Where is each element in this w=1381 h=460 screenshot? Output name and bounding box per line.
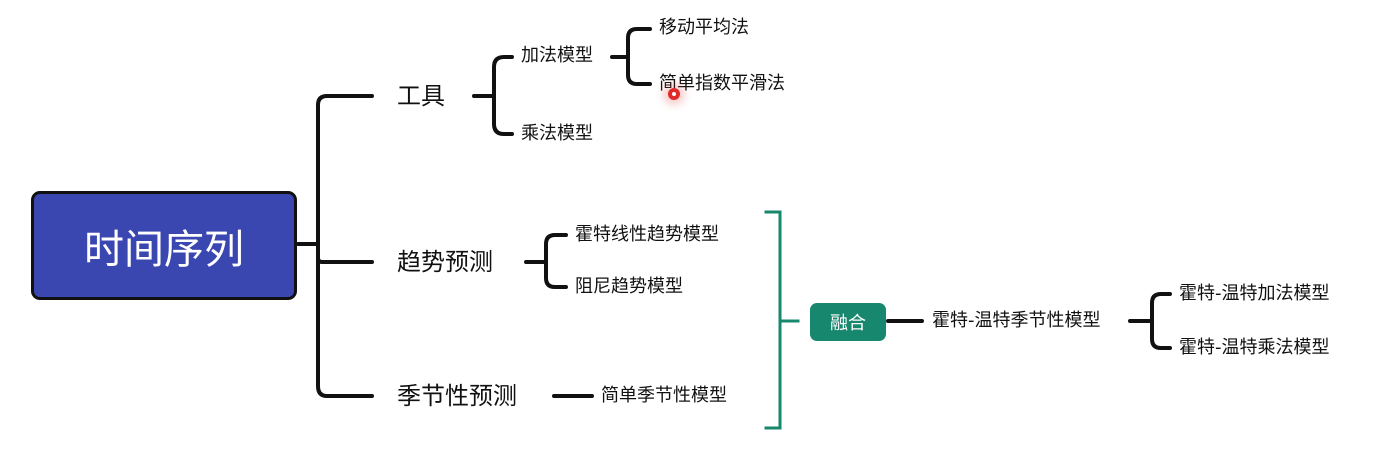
node-additive-model: 加法模型 — [521, 45, 593, 66]
connector-root-trend — [316, 242, 374, 264]
pointer-cursor — [668, 88, 680, 100]
root-node: 时间序列 — [31, 191, 297, 300]
node-hw-multiplicative: 霍特-温特乘法模型 — [1179, 337, 1330, 358]
branch-tools: 工具 — [397, 82, 445, 110]
fusion-bracket — [764, 210, 782, 430]
node-hw-additive: 霍特-温特加法模型 — [1179, 283, 1330, 304]
connector-trend-holt — [544, 233, 568, 264]
connector-tools-multiplicative — [492, 94, 514, 136]
connector-additive-exp-smoothing — [626, 55, 652, 86]
connector-trend-damped — [544, 260, 568, 289]
node-holt-winters-seasonal: 霍特-温特季节性模型 — [932, 310, 1101, 331]
connector-root-tools — [316, 94, 374, 246]
connector-hw-additive — [1150, 292, 1172, 323]
connector-additive-moving-average — [626, 27, 652, 59]
node-simple-seasonal: 简单季节性模型 — [601, 385, 727, 406]
node-simple-exp-smoothing: 简单指数平滑法 — [659, 73, 785, 94]
node-moving-average: 移动平均法 — [659, 17, 749, 38]
connector-root-seasonal — [316, 242, 374, 398]
connector-hw-multiplicative — [1150, 319, 1172, 350]
fusion-node: 融合 — [810, 303, 886, 341]
node-multiplicative-model: 乘法模型 — [521, 123, 593, 144]
node-damped-trend: 阻尼趋势模型 — [575, 276, 683, 297]
node-holt-linear-trend: 霍特线性趋势模型 — [575, 224, 719, 245]
branch-trend: 趋势预测 — [397, 248, 493, 276]
branch-seasonal: 季节性预测 — [397, 382, 517, 410]
connector-tools-additive — [492, 55, 514, 98]
